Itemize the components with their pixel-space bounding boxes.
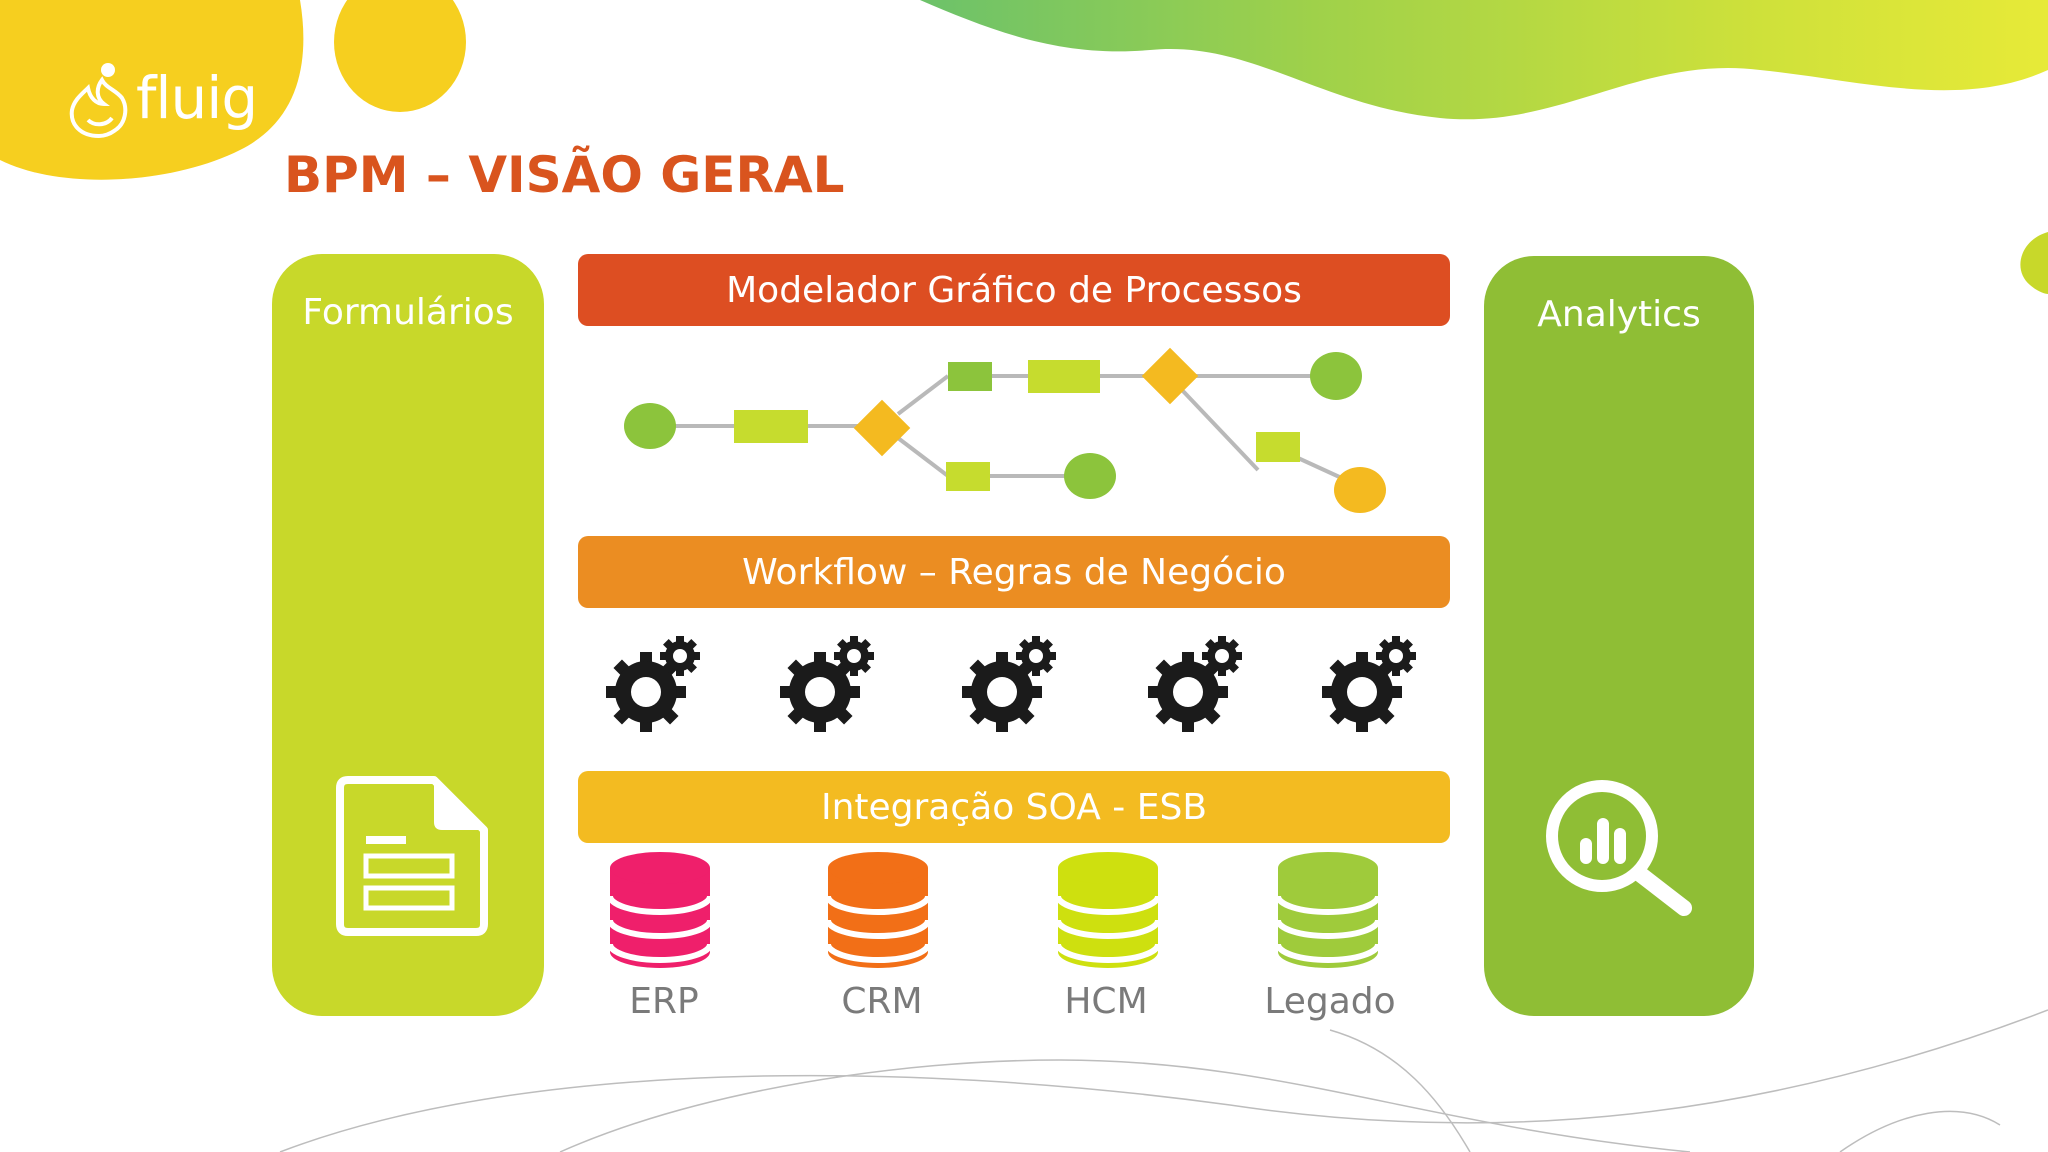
database-label-erp: ERP — [629, 981, 699, 1022]
flow-end-event — [1064, 453, 1116, 499]
flow-gateway — [853, 399, 911, 457]
flow-gateway — [1141, 347, 1199, 405]
gears-icon — [1148, 636, 1242, 732]
database-crm-icon — [825, 852, 931, 968]
modelador-label: Modelador Gráfico de Processos — [726, 269, 1302, 311]
integracao-bar: Integração SOA - ESB — [578, 771, 1450, 843]
flow-task — [734, 410, 808, 443]
workflow-bar: Workflow – Regras de Negócio — [578, 536, 1450, 608]
flow-task — [1028, 360, 1100, 393]
database-hcm-icon — [1055, 852, 1161, 968]
page-title: BPM – VISÃO GERAL — [284, 146, 845, 204]
formularios-label: Formulários — [302, 292, 514, 333]
fluig-logo: fluig — [66, 58, 258, 138]
logo-text: fluig — [136, 64, 258, 132]
gears-icon — [1322, 636, 1416, 732]
workflow-label: Workflow – Regras de Negócio — [742, 551, 1286, 593]
flow-end-event — [1310, 352, 1362, 400]
process-flow-diagram — [624, 347, 1386, 513]
gears-icon — [606, 636, 700, 732]
gears-icon — [780, 636, 874, 732]
gears-icon — [962, 636, 1056, 732]
database-label-legado: Legado — [1264, 981, 1396, 1022]
modelador-bar: Modelador Gráfico de Processos — [578, 254, 1450, 326]
integracao-label: Integração SOA - ESB — [820, 786, 1208, 828]
flow-task — [948, 362, 992, 391]
database-erp-icon — [607, 852, 713, 968]
analytics-panel: Analytics — [1484, 256, 1754, 1016]
fluig-logo-icon — [69, 63, 128, 138]
flow-start-event — [624, 403, 676, 449]
analytics-label: Analytics — [1537, 294, 1701, 335]
flow-end-event — [1334, 467, 1386, 513]
form-document-icon — [336, 776, 488, 936]
database-label-crm: CRM — [841, 981, 923, 1022]
database-label-hcm: HCM — [1064, 981, 1148, 1022]
formularios-panel: Formulários — [272, 254, 544, 1016]
analytics-magnifier-icon — [1546, 780, 1692, 916]
flow-task — [1256, 432, 1300, 462]
database-legado-icon — [1275, 852, 1381, 968]
flow-task — [946, 462, 990, 491]
